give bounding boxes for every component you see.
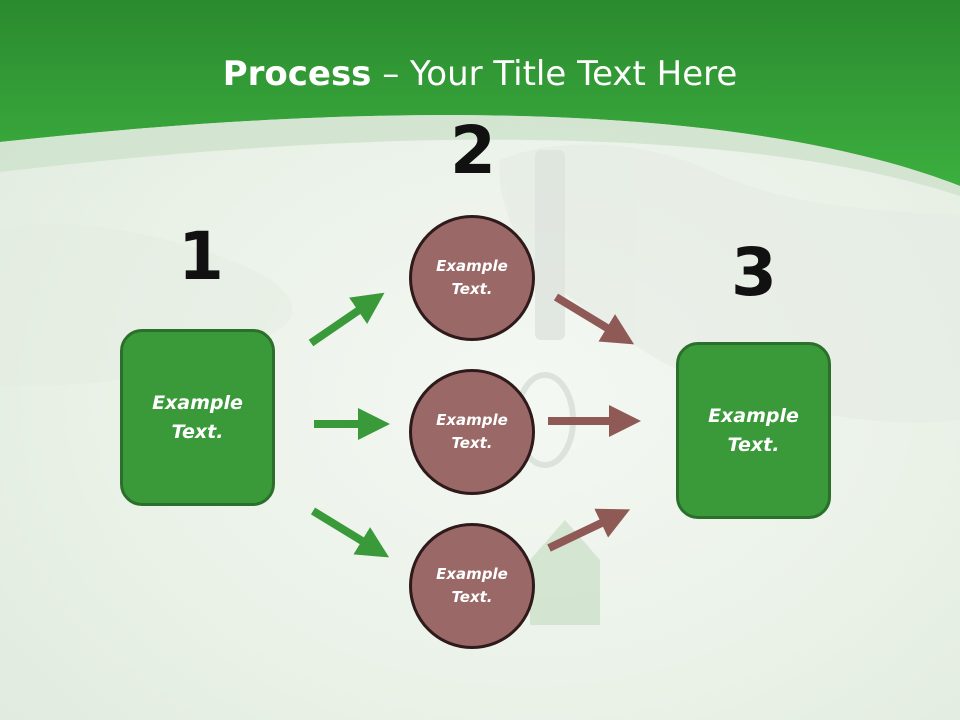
step-2-circle-top: Example Text. [409,215,535,341]
step-number-1: 1 [178,218,224,295]
step-number-2: 2 [450,112,496,189]
step-number-3: 3 [731,234,777,311]
title-rest: – Your Title Text Here [371,54,738,94]
header-swoosh [0,115,960,196]
step-2-circle-middle-text: Example Text. [436,411,508,452]
header-banner [0,0,960,186]
step-2-circle-middle: Example Text. [409,369,535,495]
step-3-box: Example Text. [676,342,831,519]
title-bold: Process [222,54,372,94]
step-2-circle-top-text: Example Text. [436,257,508,298]
arrow-brown-up [547,508,631,552]
step-2-circle-bottom-text: Example Text. [436,565,508,606]
slide-title: Process – Your Title Text Here [0,52,960,96]
step-2-circle-bottom: Example Text. [409,523,535,649]
arrow-brown-down [553,293,635,345]
step-1-text: Example Text. [152,391,243,443]
step-3-text: Example Text. [708,404,799,456]
step-1-box: Example Text. [120,329,275,506]
arrow-green-up [308,292,385,347]
arrow-green-down [310,507,390,558]
